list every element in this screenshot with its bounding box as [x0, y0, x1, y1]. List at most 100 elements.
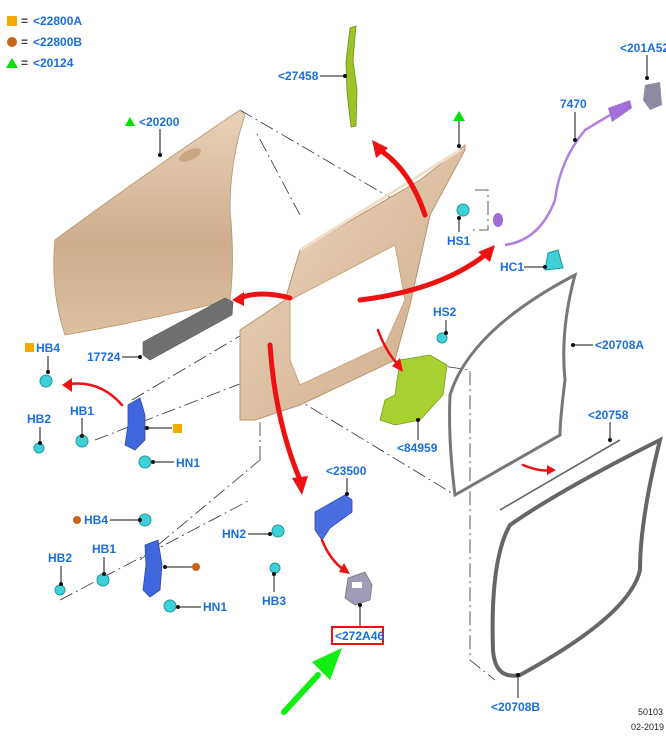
release-cable	[493, 82, 662, 247]
callout-hb2-upper[interactable]: HB2	[27, 412, 51, 445]
triangle-marker-icon	[453, 111, 465, 121]
callout-hb3[interactable]: HB3	[262, 572, 286, 608]
callout-hc1[interactable]: HC1	[500, 260, 547, 274]
callout-22800B-hinge	[163, 563, 200, 571]
belt-strip	[499, 439, 621, 511]
lower-hinge	[142, 539, 163, 598]
green-arrow-icon	[281, 672, 321, 715]
callout-23500[interactable]: <23500	[326, 464, 367, 496]
svg-text:7470: 7470	[560, 97, 587, 111]
callout-hb2-lower[interactable]: HB2	[48, 551, 72, 586]
svg-text:17724: 17724	[87, 350, 121, 364]
triangle-marker-icon	[6, 58, 18, 68]
callout-27458[interactable]: <27458	[278, 69, 347, 83]
callout-7470[interactable]: 7470	[560, 97, 587, 142]
bolt-hb2-lower	[54, 584, 66, 596]
arrow-strip	[521, 463, 552, 472]
legend-code: <22800B	[33, 35, 82, 49]
callout-hn1-upper[interactable]: HN1	[151, 456, 200, 470]
nut-hn2	[271, 524, 285, 538]
callout-hb1-upper[interactable]: HB1	[70, 404, 94, 438]
circle-marker-icon	[192, 563, 200, 571]
callout-hs1[interactable]: HS1	[447, 216, 471, 248]
weatherstrip-a	[448, 272, 578, 498]
callout-hb4-upper[interactable]: HB4	[25, 341, 60, 374]
svg-text:HN1: HN1	[176, 456, 200, 470]
frame-marker	[453, 111, 465, 148]
callout-hs2[interactable]: HS2	[433, 305, 457, 335]
clip-hc1	[544, 249, 564, 271]
weatherstrip-b	[490, 436, 663, 678]
arrow-hinge	[68, 382, 124, 407]
bolt-hb1-lower	[96, 573, 110, 587]
legend-item-22800B: = <22800B	[7, 35, 82, 49]
svg-text:HS2: HS2	[433, 305, 457, 319]
callout-17724[interactable]: 17724	[87, 350, 142, 364]
glass-run-channel	[345, 25, 358, 128]
highlight-pointer	[281, 648, 342, 715]
callout-20758[interactable]: <20758	[588, 408, 629, 442]
svg-text:<272A46: <272A46	[335, 629, 384, 643]
arrow-up	[377, 147, 428, 218]
square-marker-icon	[25, 343, 34, 352]
screw-hs2	[436, 332, 448, 344]
bolt-hb4-upper	[39, 374, 53, 388]
svg-text:HN1: HN1	[203, 600, 227, 614]
direction-arrows	[62, 140, 556, 574]
reference-date: 02-2019	[631, 722, 664, 732]
svg-text:<20708A: <20708A	[595, 338, 644, 352]
screw-hs1	[456, 203, 470, 217]
svg-text:HB1: HB1	[70, 404, 94, 418]
nut-hn1-lower	[163, 599, 177, 613]
callout-hn2[interactable]: HN2	[222, 527, 272, 541]
callout-hb1-lower[interactable]: HB1	[92, 542, 116, 576]
svg-text:HB3: HB3	[262, 594, 286, 608]
legend-item-20124: = <20124	[6, 56, 74, 70]
latch-actuator	[314, 494, 353, 541]
callout-20708A[interactable]: <20708A	[571, 338, 644, 352]
striker-plate	[344, 571, 373, 606]
callout-20708B[interactable]: <20708B	[491, 673, 540, 714]
svg-text:HN2: HN2	[222, 527, 246, 541]
callout-hn1-lower[interactable]: HN1	[176, 600, 227, 614]
svg-text:<27458: <27458	[278, 69, 319, 83]
circle-marker-icon	[7, 37, 17, 47]
callouts: <27458 <201A52 7470 <20200 HS1 HC1 HS2	[25, 41, 666, 714]
triangle-marker-icon	[125, 117, 135, 126]
legend-equals: =	[21, 56, 28, 70]
callout-20200[interactable]: <20200	[125, 115, 180, 157]
callout-84959[interactable]: <84959	[397, 418, 438, 455]
callout-201A52[interactable]: <201A52	[620, 41, 666, 80]
nut-hn1-upper	[138, 455, 152, 469]
legend: = <22800A = <22800B = <20124	[6, 14, 82, 70]
circle-marker-icon	[73, 516, 81, 524]
fasteners	[33, 203, 564, 613]
bolt-hb3	[269, 562, 281, 574]
svg-text:<84959: <84959	[397, 441, 438, 455]
svg-text:HS1: HS1	[447, 234, 471, 248]
highlight-box	[331, 626, 384, 645]
svg-text:<20758: <20758	[588, 408, 629, 422]
arrow-down	[267, 342, 303, 483]
svg-text:<201A52: <201A52	[620, 41, 666, 55]
legend-item-22800A: = <22800A	[7, 14, 82, 28]
arrow-striker	[320, 538, 346, 572]
svg-text:HB2: HB2	[48, 551, 72, 565]
svg-text:HC1: HC1	[500, 260, 524, 274]
callout-272A46[interactable]: <272A46	[331, 603, 384, 645]
square-marker-icon	[7, 16, 17, 26]
arrow-left	[237, 291, 293, 301]
arrow-right	[357, 252, 488, 303]
reference-id: 50103	[638, 707, 663, 717]
seal-bar	[142, 297, 234, 361]
svg-text:<20200: <20200	[139, 115, 180, 129]
callout-hb4-lower[interactable]: HB4	[73, 513, 142, 527]
diagram-reference: 50103 02-2019	[631, 707, 664, 732]
callout-22800A-hinge	[145, 424, 182, 433]
svg-text:HB4: HB4	[84, 513, 108, 527]
upper-hinge	[124, 397, 146, 451]
legend-equals: =	[21, 35, 28, 49]
svg-text:HB4: HB4	[36, 341, 60, 355]
handle-bracket	[643, 82, 662, 110]
